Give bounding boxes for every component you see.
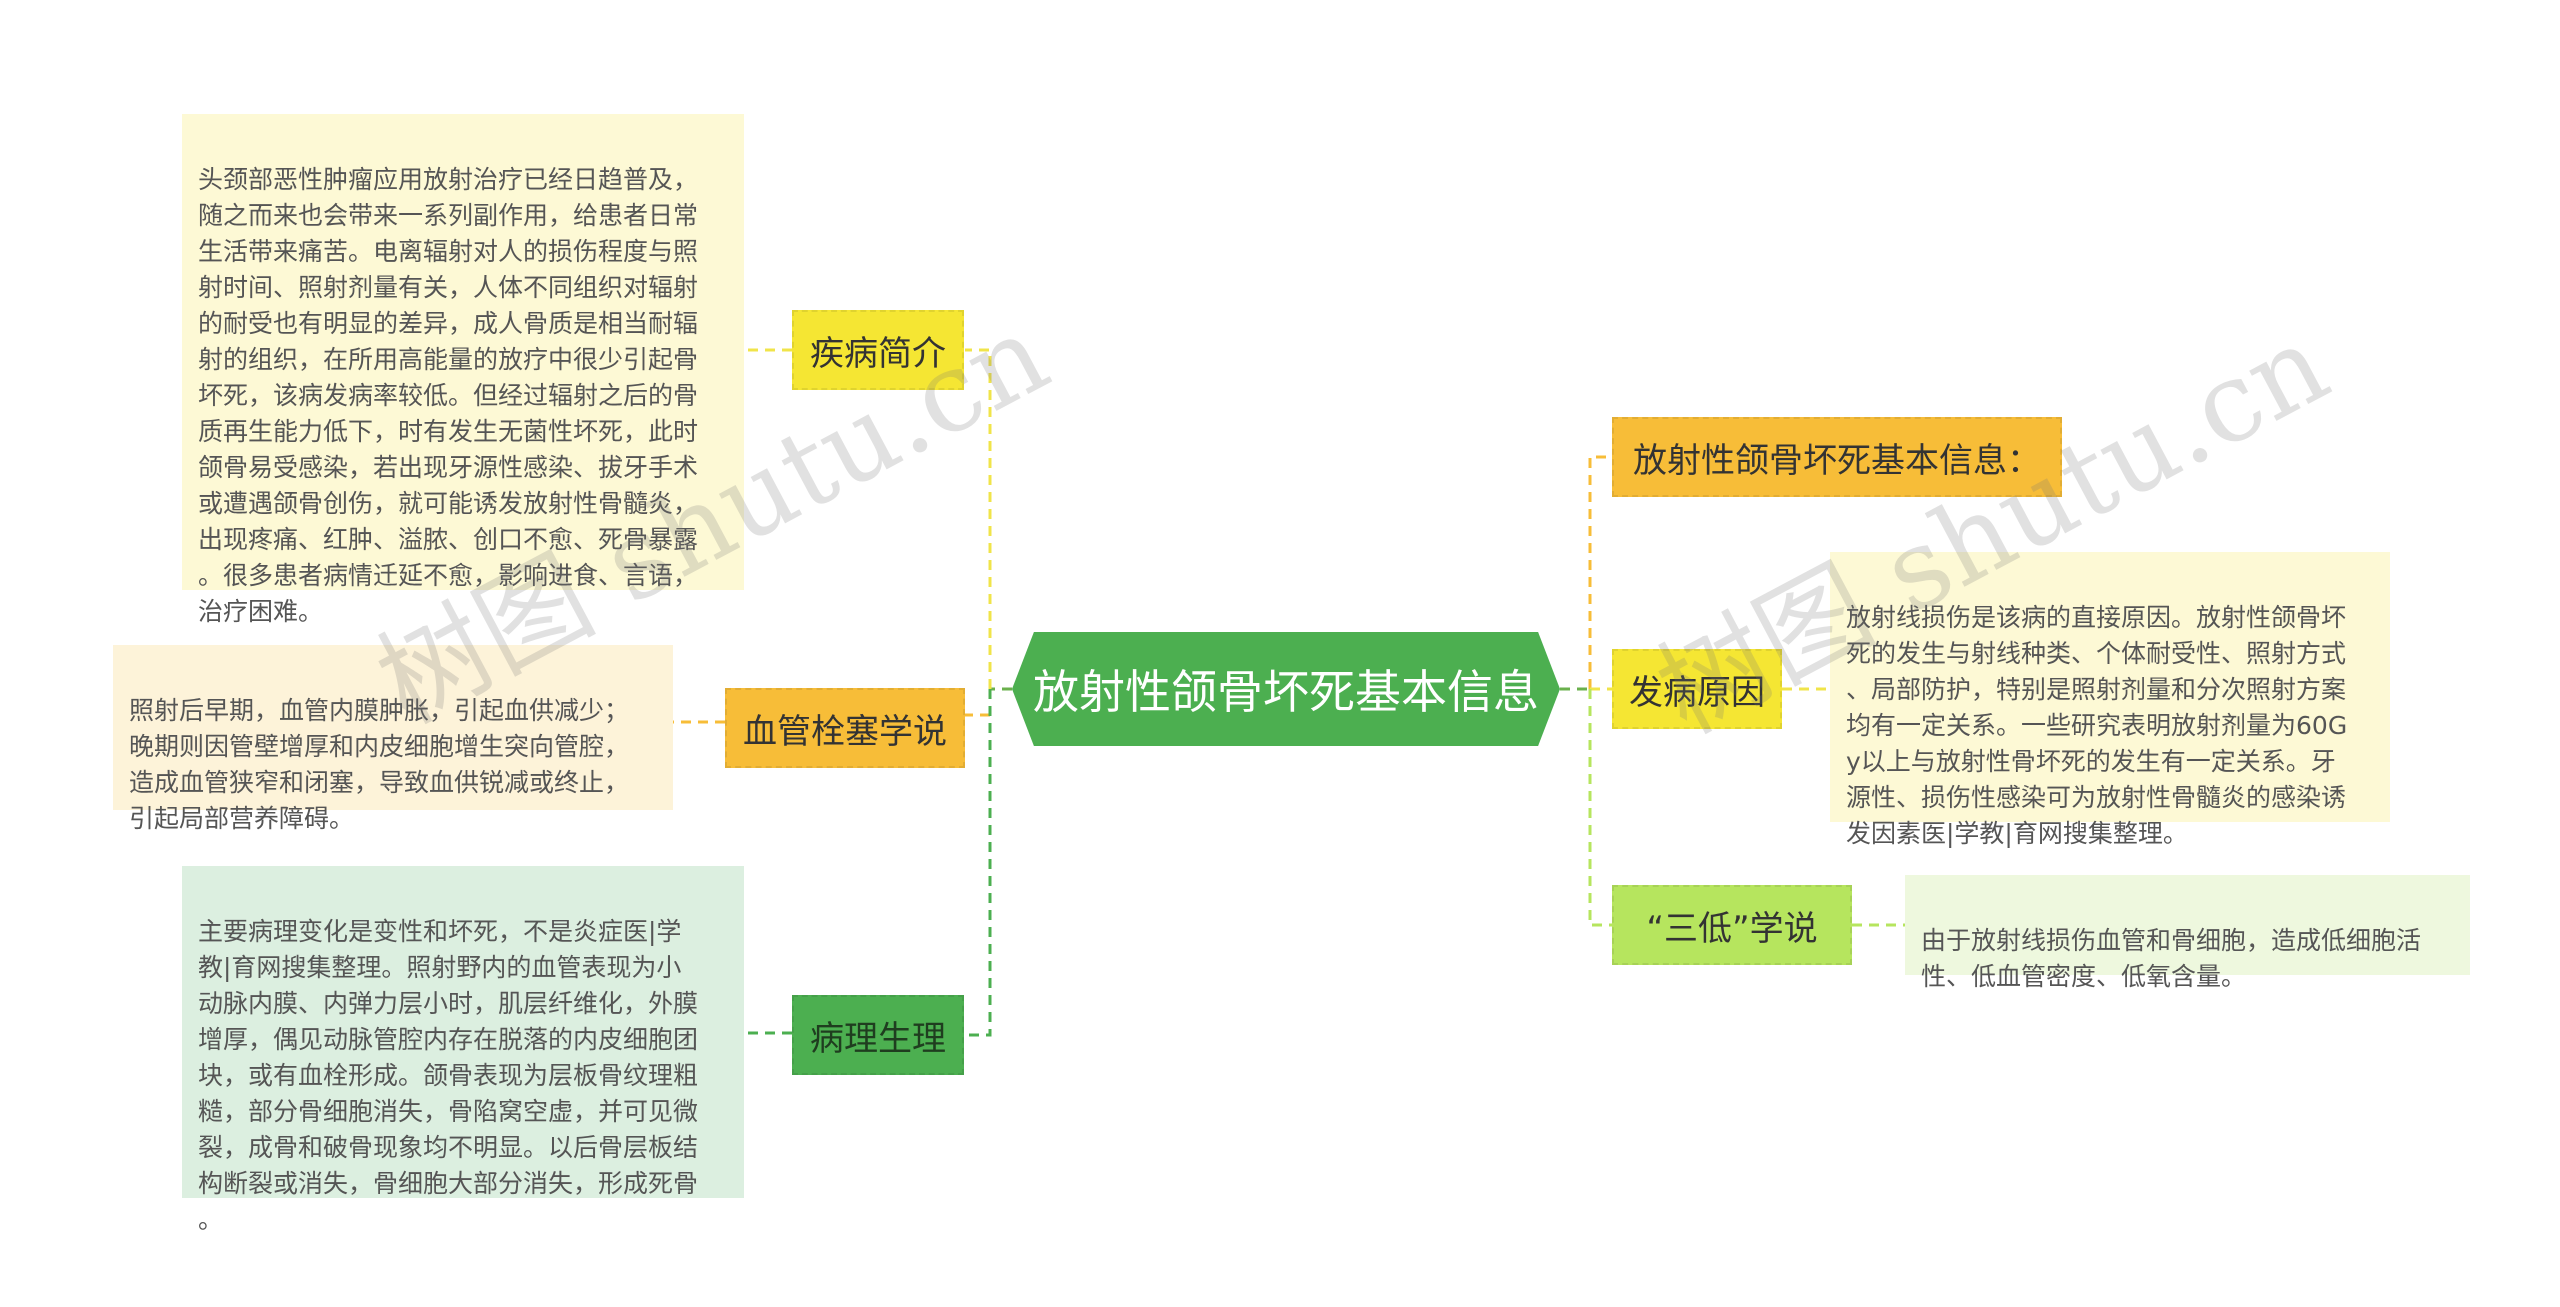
branch-three-low-theory[interactable]: “三低”学说 bbox=[1612, 885, 1852, 965]
branch-basic-info[interactable]: 放射性颌骨坏死基本信息： bbox=[1612, 417, 2062, 497]
branch-label: 血管栓塞学说 bbox=[743, 711, 947, 752]
branch-label: 病理生理 bbox=[810, 1018, 946, 1059]
leaf-vascular-text: 照射后早期，血管内膜肿胀，引起血供减少； 晚期则因管壁增厚和内皮细胞增生突向管腔… bbox=[113, 645, 673, 833]
connector-left-yellow bbox=[965, 348, 992, 689]
leaf-text: 由于放射线损伤血管和骨细胞，造成低细胞活 性、低血管密度、低氧含量。 bbox=[1921, 926, 2422, 991]
leaf-disease-intro-text: 头颈部恶性肿瘤应用放射治疗已经日趋普及， 随之而来也会带来一系列副作用，给患者日… bbox=[182, 114, 744, 626]
leaf-three-low-text: 由于放射线损伤血管和骨细胞，造成低细胞活 性、低血管密度、低氧含量。 bbox=[1905, 875, 2470, 991]
branch-disease-intro[interactable]: 疾病简介 bbox=[792, 310, 964, 390]
central-topic-label: 放射性颌骨坏死基本信息 bbox=[1033, 665, 1539, 719]
leaf-text: 放射线损伤是该病的直接原因。放射性颌骨坏 死的发生与射线种类、个体耐受性、照射方… bbox=[1846, 603, 2348, 848]
central-topic[interactable]: 放射性颌骨坏死基本信息 bbox=[1012, 632, 1560, 746]
leaf-pathophysiology-text: 主要病理变化是变性和坏死，不是炎症医|学 教|育网搜集整理。照射野内的血管表现为… bbox=[182, 866, 744, 1234]
branch-label: 疾病简介 bbox=[810, 333, 946, 374]
branch-label: 放射性颌骨坏死基本信息： bbox=[1633, 440, 2041, 481]
leaf-text: 照射后早期，血管内膜肿胀，引起血供减少； 晚期则因管壁增厚和内皮细胞增生突向管腔… bbox=[129, 696, 630, 833]
branch-label: “三低”学说 bbox=[1646, 908, 1818, 949]
branch-cause[interactable]: 发病原因 bbox=[1612, 649, 1782, 729]
branch-vascular-embolism[interactable]: 血管栓塞学说 bbox=[725, 688, 965, 768]
connector-right-lime bbox=[1588, 689, 1612, 927]
branch-pathophysiology[interactable]: 病理生理 bbox=[792, 995, 964, 1075]
connector-left-green bbox=[965, 689, 992, 1037]
leaf-cause-text: 放射线损伤是该病的直接原因。放射性颌骨坏 死的发生与射线种类、个体耐受性、照射方… bbox=[1830, 552, 2390, 848]
leaf-text: 头颈部恶性肿瘤应用放射治疗已经日趋普及， 随之而来也会带来一系列副作用，给患者日… bbox=[198, 165, 699, 626]
branch-label: 发病原因 bbox=[1629, 672, 1765, 713]
connector-right-orange bbox=[1588, 455, 1612, 689]
leaf-text: 主要病理变化是变性和坏死，不是炎症医|学 教|育网搜集整理。照射野内的血管表现为… bbox=[198, 917, 699, 1234]
